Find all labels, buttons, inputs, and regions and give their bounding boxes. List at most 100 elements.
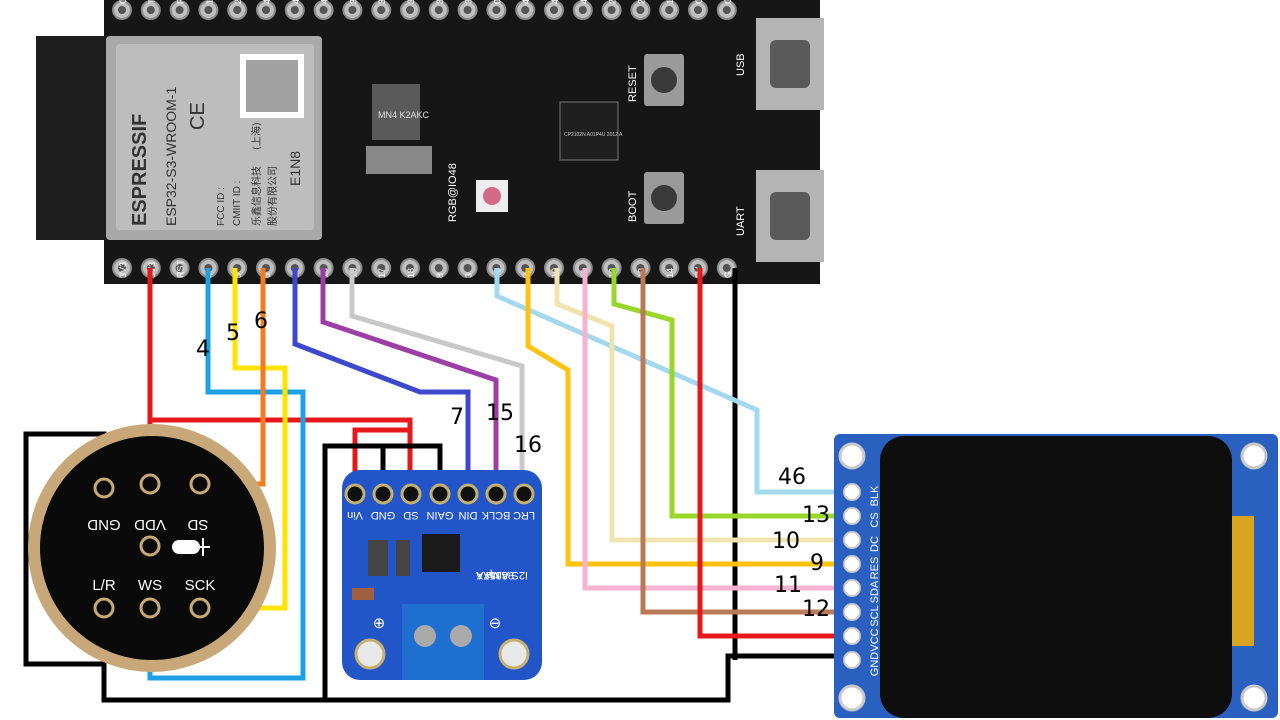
lcd-pin-blk[interactable] [843,483,861,501]
amp-component-1 [368,540,388,576]
module-brand: ESPRESSIF [129,114,151,226]
amp-pin-label: GND [371,509,396,521]
label-amp-din: 7 [450,405,464,430]
label-lcd-scl: 12 [802,597,830,622]
boot-button[interactable] [644,172,684,224]
bottom-header-pin-label: 6 [262,273,272,278]
top-header-pin-label: 1 [204,0,214,4]
bottom-header-pin-label: G [723,271,733,278]
lcd-pin-label: DC [869,536,881,552]
rgb-label: RGB@IO48 [447,163,459,222]
lcd-mount-hole-br [1240,684,1268,712]
amp-pin-label: SD [403,509,418,521]
module-name: ESP32-S3-WROOM-1 [163,87,179,226]
mic-label-vdd: VDD [134,516,166,533]
lcd-screen [880,436,1232,718]
top-header-pin-label: 21 [608,0,618,4]
module-variant: E1N8 [287,151,303,186]
bottom-header-pin-hole-21 [722,264,731,272]
mic-pin-sck[interactable] [189,597,211,619]
lcd-pin-res[interactable] [843,555,861,573]
amp-pin-sd[interactable] [400,483,422,505]
bottom-header-pin-hole-9 [377,264,386,272]
lcd-pin-gnd[interactable] [843,651,861,669]
lcd-pin-label: CS [869,512,881,527]
mic-pin-vdd[interactable] [139,473,161,495]
lcd-mount-hole-tl [838,442,866,470]
uart-port[interactable] [756,170,824,262]
top-header-pin-label: 36 [435,0,445,4]
voltage-regulator: MN4 K2AKC [366,84,432,174]
top-header-pin-label: 35 [464,0,474,4]
mic-label-sd: SD [187,516,208,533]
lcd-pin-label: SDA [869,580,881,603]
amp-pin-bclk[interactable] [485,483,507,505]
top-header-pin-label: 37 [406,0,416,4]
usb-port[interactable] [756,18,824,110]
wire-lrc-gpio16 [349,268,525,494]
bottom-header-pin-label: 8 [435,273,445,278]
lcd-pin-label: VCC [869,628,881,651]
lcd-pin-sda[interactable] [843,579,861,597]
bottom-header-pin-label: 3 [464,273,474,278]
bottom-header-pin-hole-2 [175,264,184,272]
top-header-pin-label: 48 [550,0,560,4]
bottom-header-pin-label: 17 [377,268,387,278]
amp-pin-lrc[interactable] [513,483,535,505]
wire-vcc-5v [697,268,850,639]
mic-pin-lr[interactable] [93,597,115,619]
top-header-pin-label: 0 [492,0,502,4]
fcc-label: FCC ID : [216,187,227,226]
amp-pin-din[interactable] [457,483,479,505]
top-header-pin-hole-6 [290,6,299,14]
wire-bclk-gpio15 [320,268,499,494]
mic-label-ws: WS [138,577,162,594]
ce-mark: CE [187,102,209,130]
top-header-pin-hole-17 [607,6,616,14]
amp-pin-gain[interactable] [429,483,451,505]
top-header-pin-hole-14 [521,6,530,14]
top-header-pin-label: 19 [665,0,675,4]
mic-pin-gnd[interactable] [93,477,115,499]
wire-labels: 4 5 6 7 15 16 46 13 10 9 11 12 [196,309,830,622]
top-header-pin-label: 45 [521,0,531,4]
top-header-pin-label: G [694,0,704,4]
bottom-header-pin-hole-11 [434,264,443,272]
top-header-pin-label: 40 [320,0,330,4]
lcd-pin-cs[interactable] [843,507,861,525]
reset-button[interactable] [644,54,684,106]
wire-res-gpio9 [525,268,850,567]
amp-pin-vin[interactable] [344,483,366,505]
label-lcd-cs: 13 [802,503,830,528]
top-header-pin-hole-11 [434,6,443,14]
amp-chip [422,534,460,572]
bridge-chip-label: CP2102N A01P4U 2012 A [564,132,623,138]
lcd-pin-label: RES [869,557,881,580]
reset-label: RESET [627,65,639,102]
top-header-pin-hole-18 [636,6,645,14]
boot-label: BOOT [627,191,639,222]
terminal-screw-positive[interactable] [414,625,436,647]
amp-pin-label: LRC [513,509,535,521]
top-header-pin-hole-16 [578,6,587,14]
top-header-pin-hole-4 [233,6,242,14]
mic-pin-sd[interactable] [189,473,211,495]
bottom-header-pin-label: 18 [406,268,416,278]
top-header-pin-hole-21 [722,6,731,14]
lcd-pin-scl[interactable] [843,603,861,621]
lcd-pin-vcc[interactable] [843,627,861,645]
bottom-header-pin-hole-19 [665,264,674,272]
bottom-header-pin-label: RST [176,259,186,278]
mic-label-lr: L/R [92,577,116,594]
amp-minus-label: ⊖ [489,615,502,632]
amp-pin-gnd[interactable] [372,483,394,505]
mic-pin-ws[interactable] [139,597,161,619]
maker-name-2: 股份有限公司 [266,166,279,226]
terminal-screw-negative[interactable] [450,625,472,647]
screw-terminal[interactable] [402,604,484,680]
i2s-microphone: GND VDD SD L/R WS SCK [28,424,276,672]
lcd-pin-dc[interactable] [843,531,861,549]
amp-mount-hole-left [354,638,386,670]
